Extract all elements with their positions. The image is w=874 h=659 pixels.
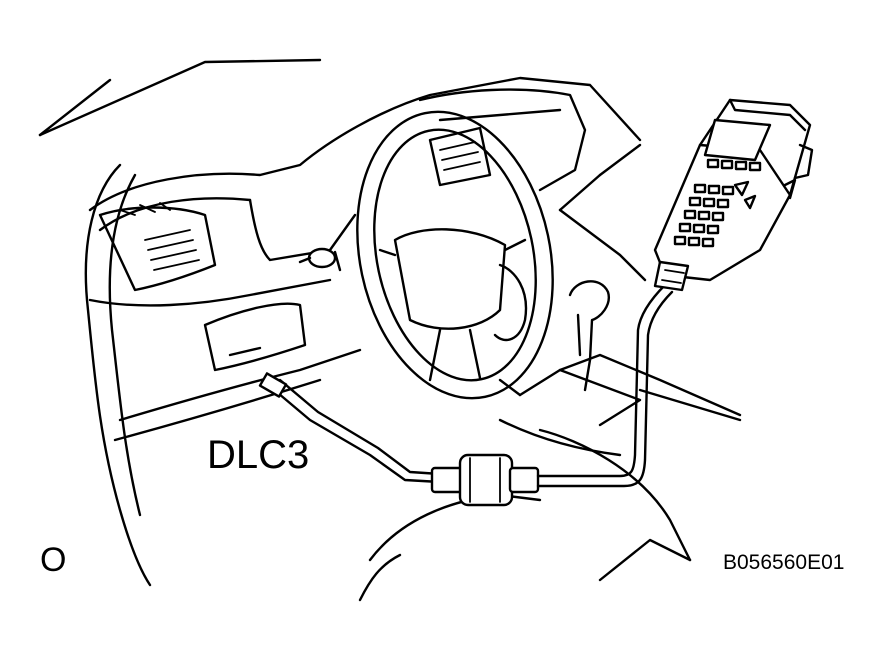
glove-box xyxy=(203,302,307,372)
interior-trim xyxy=(498,378,742,422)
dashboard xyxy=(88,76,647,442)
ignition-switch xyxy=(298,247,342,272)
dlc3-cable xyxy=(258,372,442,484)
tester-keypad xyxy=(673,180,757,248)
tester-function-keys xyxy=(706,158,762,172)
driver-seat xyxy=(358,428,692,602)
shift-lever xyxy=(498,280,742,457)
cable-adapter xyxy=(430,453,540,507)
steering-wheel xyxy=(356,110,554,400)
dlc3-label: DLC3 xyxy=(207,433,310,477)
center-air-vent xyxy=(428,126,492,187)
handheld-tester xyxy=(653,98,814,292)
tester-connector xyxy=(653,260,690,292)
corner-mark: O xyxy=(40,541,67,579)
tester-cable xyxy=(536,283,674,488)
left-air-vent xyxy=(98,202,217,292)
figure-id: B056560E01 xyxy=(723,551,845,574)
windshield-outline xyxy=(38,58,642,212)
door-frame xyxy=(84,163,152,587)
